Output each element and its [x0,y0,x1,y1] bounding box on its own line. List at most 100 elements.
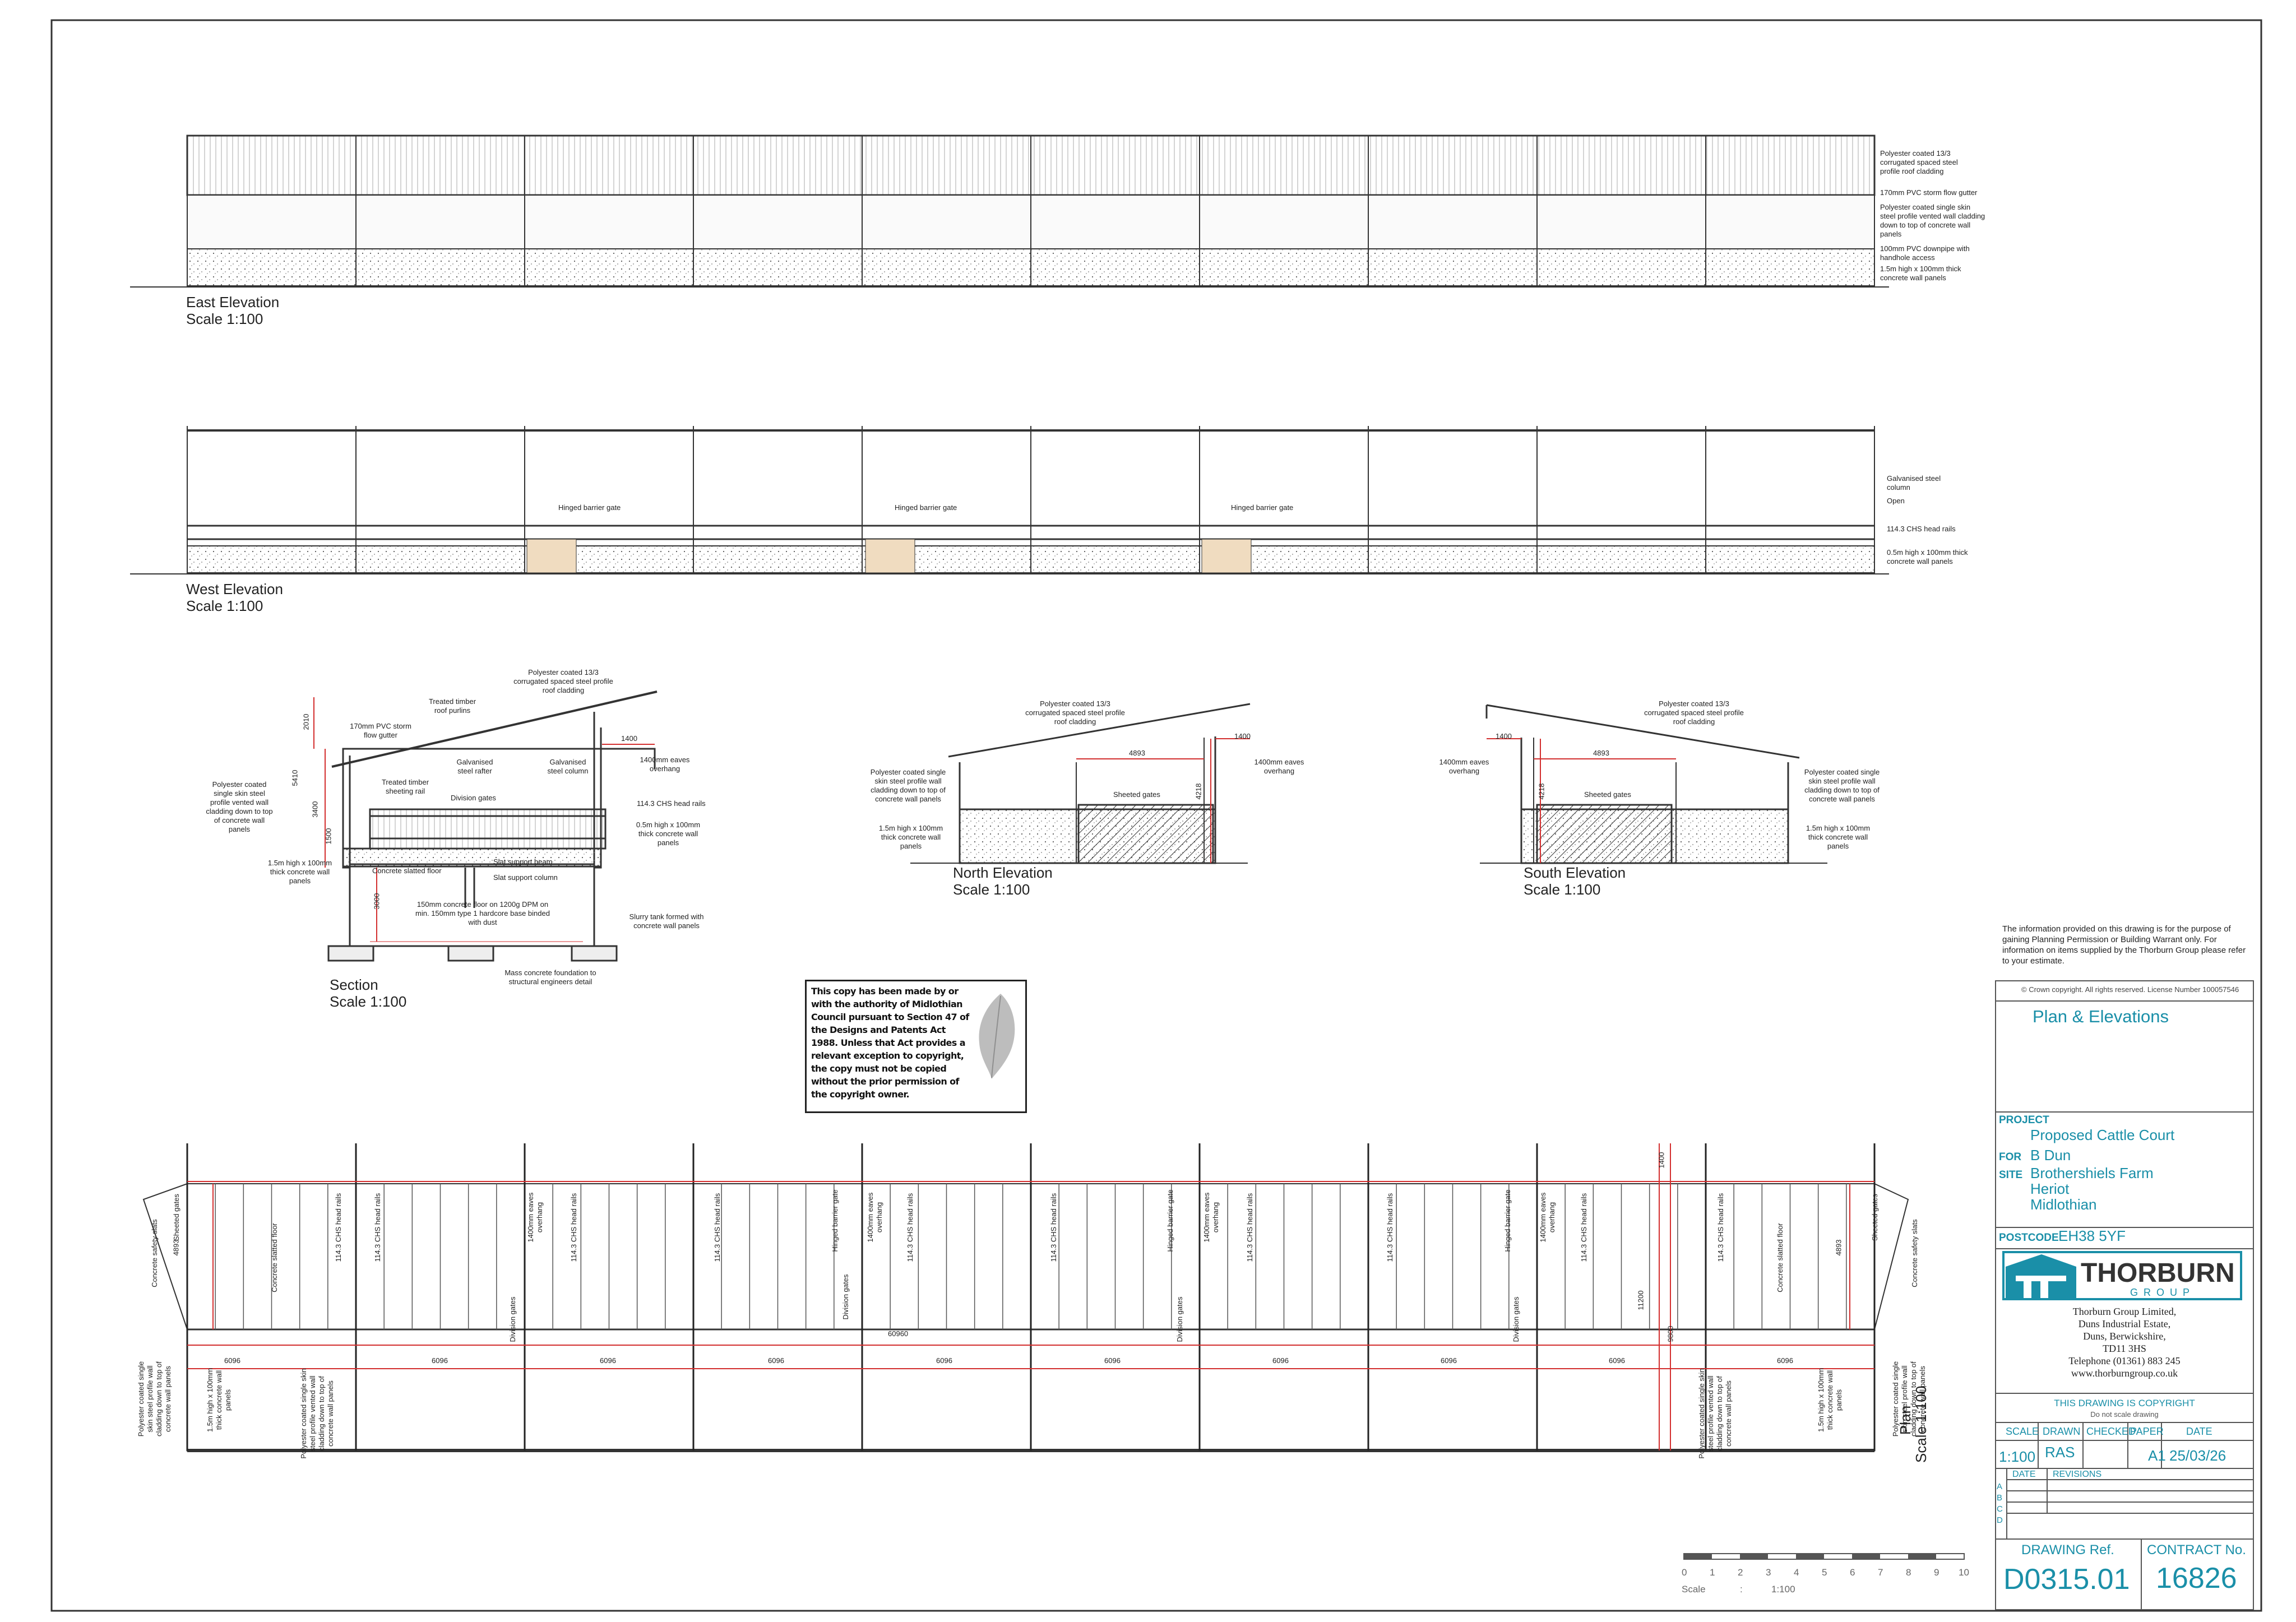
section-note-gutter: 170mm PVC storm flow gutter [350,722,411,739]
contract-label: CONTRACT No. [2147,1542,2246,1558]
section-drawing [327,690,658,962]
plan-note-head-rails-9: 114.3 CHS head rails [1580,1193,1588,1262]
west-elevation-scale: Scale 1:100 [186,597,263,614]
project-label: PROJECT [1999,1114,2049,1126]
west-note-open: Open [1887,497,1905,505]
thorburn-logo [2002,1251,2242,1300]
scale-ratio: 1:100 [1771,1584,1795,1595]
crown-copyright: © Crown copyright. All rights reserved. … [2021,985,2239,994]
address-line-3: Duns, Berwickshire, [2083,1331,2166,1342]
south-dim-4218: 4218 [1537,783,1546,800]
scale-tick-2: 2 [1738,1567,1743,1578]
plan-note-eaves-2: 1400mm eaves overhang [866,1192,883,1243]
south-note-wall: Polyester coated single skin steel profi… [1804,768,1880,803]
north-elevation-title: North Elevation [953,864,1053,881]
north-note-eaves: 1400mm eaves overhang [1254,758,1304,775]
west-gate-label-2: Hinged barrier gate [895,503,957,512]
planning-info-text: The information provided on this drawing… [2002,924,2246,966]
header-date: DATE [2186,1426,2212,1437]
south-note-panels: 1.5m high x 100mm thick concrete wall pa… [1806,824,1871,850]
rev-header-date: DATE [2012,1470,2036,1479]
drawing-title: Plan & Elevations [2033,1007,2169,1026]
for-label: FOR [1999,1151,2022,1163]
east-note-gutter: 170mm PVC storm flow gutter [1880,188,1978,197]
plan-note-head-rails-4: 114.3 CHS head rails [713,1193,721,1262]
title-block-frame [1995,980,2254,1610]
plan-dim-overall: 60960 [888,1329,909,1338]
site-line-1: Brothershiels Farm [2030,1165,2154,1181]
section-dim-1400: 1400 [621,734,637,743]
value-scale: 1:100 [1999,1448,2036,1465]
plan-note-head-rails-8: 114.3 CHS head rails [1386,1193,1394,1262]
scale-bar [1683,1553,1965,1560]
plan-dim-bay-10: 6096 [1777,1356,1793,1365]
scale-tick-10: 10 [1959,1567,1969,1578]
section-note-beam: Slat support beam [493,858,553,866]
scale-tick-7: 7 [1878,1567,1883,1578]
east-note-panels: 1.5m high x 100mm thick concrete wall pa… [1880,265,1961,282]
logo-subtitle: GROUP [2130,1287,2196,1298]
site-line-2: Heriot [2030,1180,2070,1197]
north-dim-1400: 1400 [1234,732,1251,740]
plan-note-head-rails-2: 114.3 CHS head rails [373,1193,382,1262]
plan-drawing [142,1143,1909,1452]
plan-note-panels-left: 1.5m high x 100mm thick concrete wall pa… [206,1368,232,1433]
plan-note-head-rails-10: 114.3 CHS head rails [1716,1193,1725,1262]
west-note-column: Galvanised steel column [1887,474,1941,492]
plan-note-eaves-1: 1400mm eaves overhang [526,1192,544,1243]
client-name: B Dun [2030,1147,2071,1164]
plan-note-division-3: Division gates [1175,1296,1184,1342]
section-note-half-panels: 0.5m high x 100mm thick concrete wall pa… [636,821,701,847]
header-checked: CHECKED [2086,1426,2136,1437]
plan-dim-bay-5: 6096 [936,1356,952,1365]
plan-dim-bay-3: 6096 [600,1356,616,1365]
west-note-panels: 0.5m high x 100mm thick concrete wall pa… [1887,548,1968,566]
east-elevation-title: East Elevation [186,294,280,311]
north-note-wall: Polyester coated single skin steel profi… [870,768,946,803]
plan-dim-bay-8: 6096 [1441,1356,1457,1365]
plan-note-wall-down-left: Polyester coated single skin steel profi… [137,1361,172,1437]
scale-tick-1: 1 [1710,1567,1715,1578]
plan-note-eaves-4: 1400mm eaves overhang [1539,1192,1556,1243]
section-note-panels: 1.5m high x 100mm thick concrete wall pa… [267,859,332,885]
north-note-roof: Polyester coated 13/3 corrugated spaced … [1025,699,1125,726]
plan-note-slatted-left: Concrete slatted floor [270,1223,279,1292]
rev-letter-b: B [1997,1493,2003,1503]
plan-note-head-rails-3: 114.3 CHS head rails [570,1193,578,1262]
plan-note-barrier-1: Hinged barrier gate [831,1189,839,1252]
drawing-ref: D0315.01 [2003,1563,2130,1596]
section-note-head-rails: 114.3 CHS head rails [637,799,706,808]
west-gate-label-3: Hinged barrier gate [1231,503,1294,512]
section-note-roof: Polyester coated 13/3 corrugated spaced … [513,668,613,694]
south-note-eaves: 1400mm eaves overhang [1439,758,1489,775]
south-dim-4893: 4893 [1593,749,1609,757]
logo-wordmark: THORBURN [2081,1258,2235,1288]
rev-letter-a: A [1997,1482,2003,1491]
south-note-roof: Polyester coated 13/3 corrugated spaced … [1644,699,1744,726]
plan-note-division-1: Division gates [508,1296,517,1342]
section-note-column: Galvanised steel column [547,758,589,775]
value-drawn: RAS [2045,1444,2075,1461]
scale-tick-3: 3 [1766,1567,1771,1578]
plan-scale: Scale 1:100 [1913,1385,1929,1463]
rev-header-revisions: REVISIONS [2053,1470,2102,1479]
north-note-gates: Sheeted gates [1113,790,1160,799]
site-line-3: Midlothian [2030,1196,2097,1213]
plan-dim-11200: 11200 [1636,1290,1645,1310]
north-dim-4218: 4218 [1194,783,1203,800]
section-note-slat-column: Slat support column [493,873,558,882]
address-link-website[interactable]: www.thorburngroup.co.uk [2071,1368,2178,1379]
scale-tick-4: 4 [1794,1567,1799,1578]
east-note-roof: Polyester coated 13/3 corrugated spaced … [1880,149,1958,175]
west-elevation-drawing [130,426,1889,574]
plan-dim-1400: 1400 [1657,1152,1666,1169]
header-drawn: DRAWN [2043,1426,2081,1437]
west-gate-label-1: Hinged barrier gate [558,503,621,512]
section-note-floor: 150mm concrete floor on 1200g DPM on min… [415,900,550,926]
scale-tick-6: 6 [1850,1567,1855,1578]
copyright-notice-text: This copy has been made by or with the a… [811,986,969,1100]
plan-note-safety-slats-right: Concrete safety slats [1910,1219,1919,1287]
plan-dim-bay-2: 6096 [432,1356,448,1365]
west-note-head-rails: 114.3 CHS head rails [1887,525,1956,533]
plan-note-sheeted-left: Sheeted gates [172,1194,180,1241]
